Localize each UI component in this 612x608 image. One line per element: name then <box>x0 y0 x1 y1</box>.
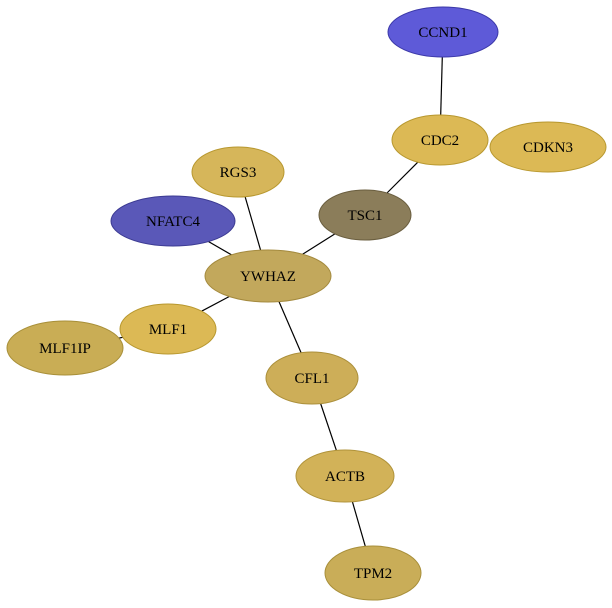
edge-cfl1-actb <box>320 403 337 451</box>
node-shape-ywhaz <box>204 249 332 303</box>
node-label-tpm2: TPM2 <box>354 566 392 582</box>
edges-layer <box>118 56 443 547</box>
node-label-mlf1: MLF1 <box>149 322 187 338</box>
node-label-ywhaz: YWHAZ <box>240 269 296 285</box>
edge-ywhaz-cfl1 <box>278 301 302 353</box>
node-ccnd1[interactable]: CCND1 <box>387 6 499 58</box>
edge-cdc2-tsc1 <box>386 161 419 194</box>
node-label-cfl1: CFL1 <box>294 371 329 387</box>
node-label-mlf1ip: MLF1IP <box>39 341 91 357</box>
node-shape-mlf1 <box>119 303 217 355</box>
node-tpm2[interactable]: TPM2 <box>324 545 422 601</box>
node-mlf1[interactable]: MLF1 <box>119 303 217 355</box>
node-shape-tsc1 <box>318 189 412 241</box>
edge-actb-tpm2 <box>351 501 366 547</box>
node-tsc1[interactable]: TSC1 <box>318 189 412 241</box>
node-label-cdkn3: CDKN3 <box>523 140 573 156</box>
edge-rgs3-ywhaz <box>244 196 262 251</box>
node-shape-cfl1 <box>265 351 359 405</box>
node-mlf1ip[interactable]: MLF1IP <box>6 320 124 376</box>
node-label-cdc2: CDC2 <box>421 133 459 149</box>
node-label-nfatc4: NFATC4 <box>146 214 200 230</box>
node-shape-tpm2 <box>324 545 422 601</box>
edge-tsc1-ywhaz <box>302 233 336 255</box>
node-cfl1[interactable]: CFL1 <box>265 351 359 405</box>
node-shape-rgs3 <box>191 146 285 198</box>
node-shape-cdkn3 <box>489 121 607 173</box>
node-shape-ccnd1 <box>387 6 499 58</box>
node-actb[interactable]: ACTB <box>295 449 395 503</box>
edge-ywhaz-mlf1 <box>201 295 230 312</box>
node-label-actb: ACTB <box>325 469 365 485</box>
node-label-tsc1: TSC1 <box>347 208 382 224</box>
node-ywhaz[interactable]: YWHAZ <box>204 249 332 303</box>
node-cdc2[interactable]: CDC2 <box>391 114 489 166</box>
node-nfatc4[interactable]: NFATC4 <box>110 195 236 247</box>
node-label-ccnd1: CCND1 <box>418 25 467 41</box>
node-rgs3[interactable]: RGS3 <box>191 146 285 198</box>
edge-nfatc4-ywhaz <box>208 240 232 256</box>
node-label-rgs3: RGS3 <box>220 165 257 181</box>
node-cdkn3[interactable]: CDKN3 <box>489 121 607 173</box>
node-shape-nfatc4 <box>110 195 236 247</box>
edge-ccnd1-cdc2 <box>440 56 443 116</box>
node-shape-cdc2 <box>391 114 489 166</box>
node-shape-actb <box>295 449 395 503</box>
node-shape-mlf1ip <box>6 320 124 376</box>
